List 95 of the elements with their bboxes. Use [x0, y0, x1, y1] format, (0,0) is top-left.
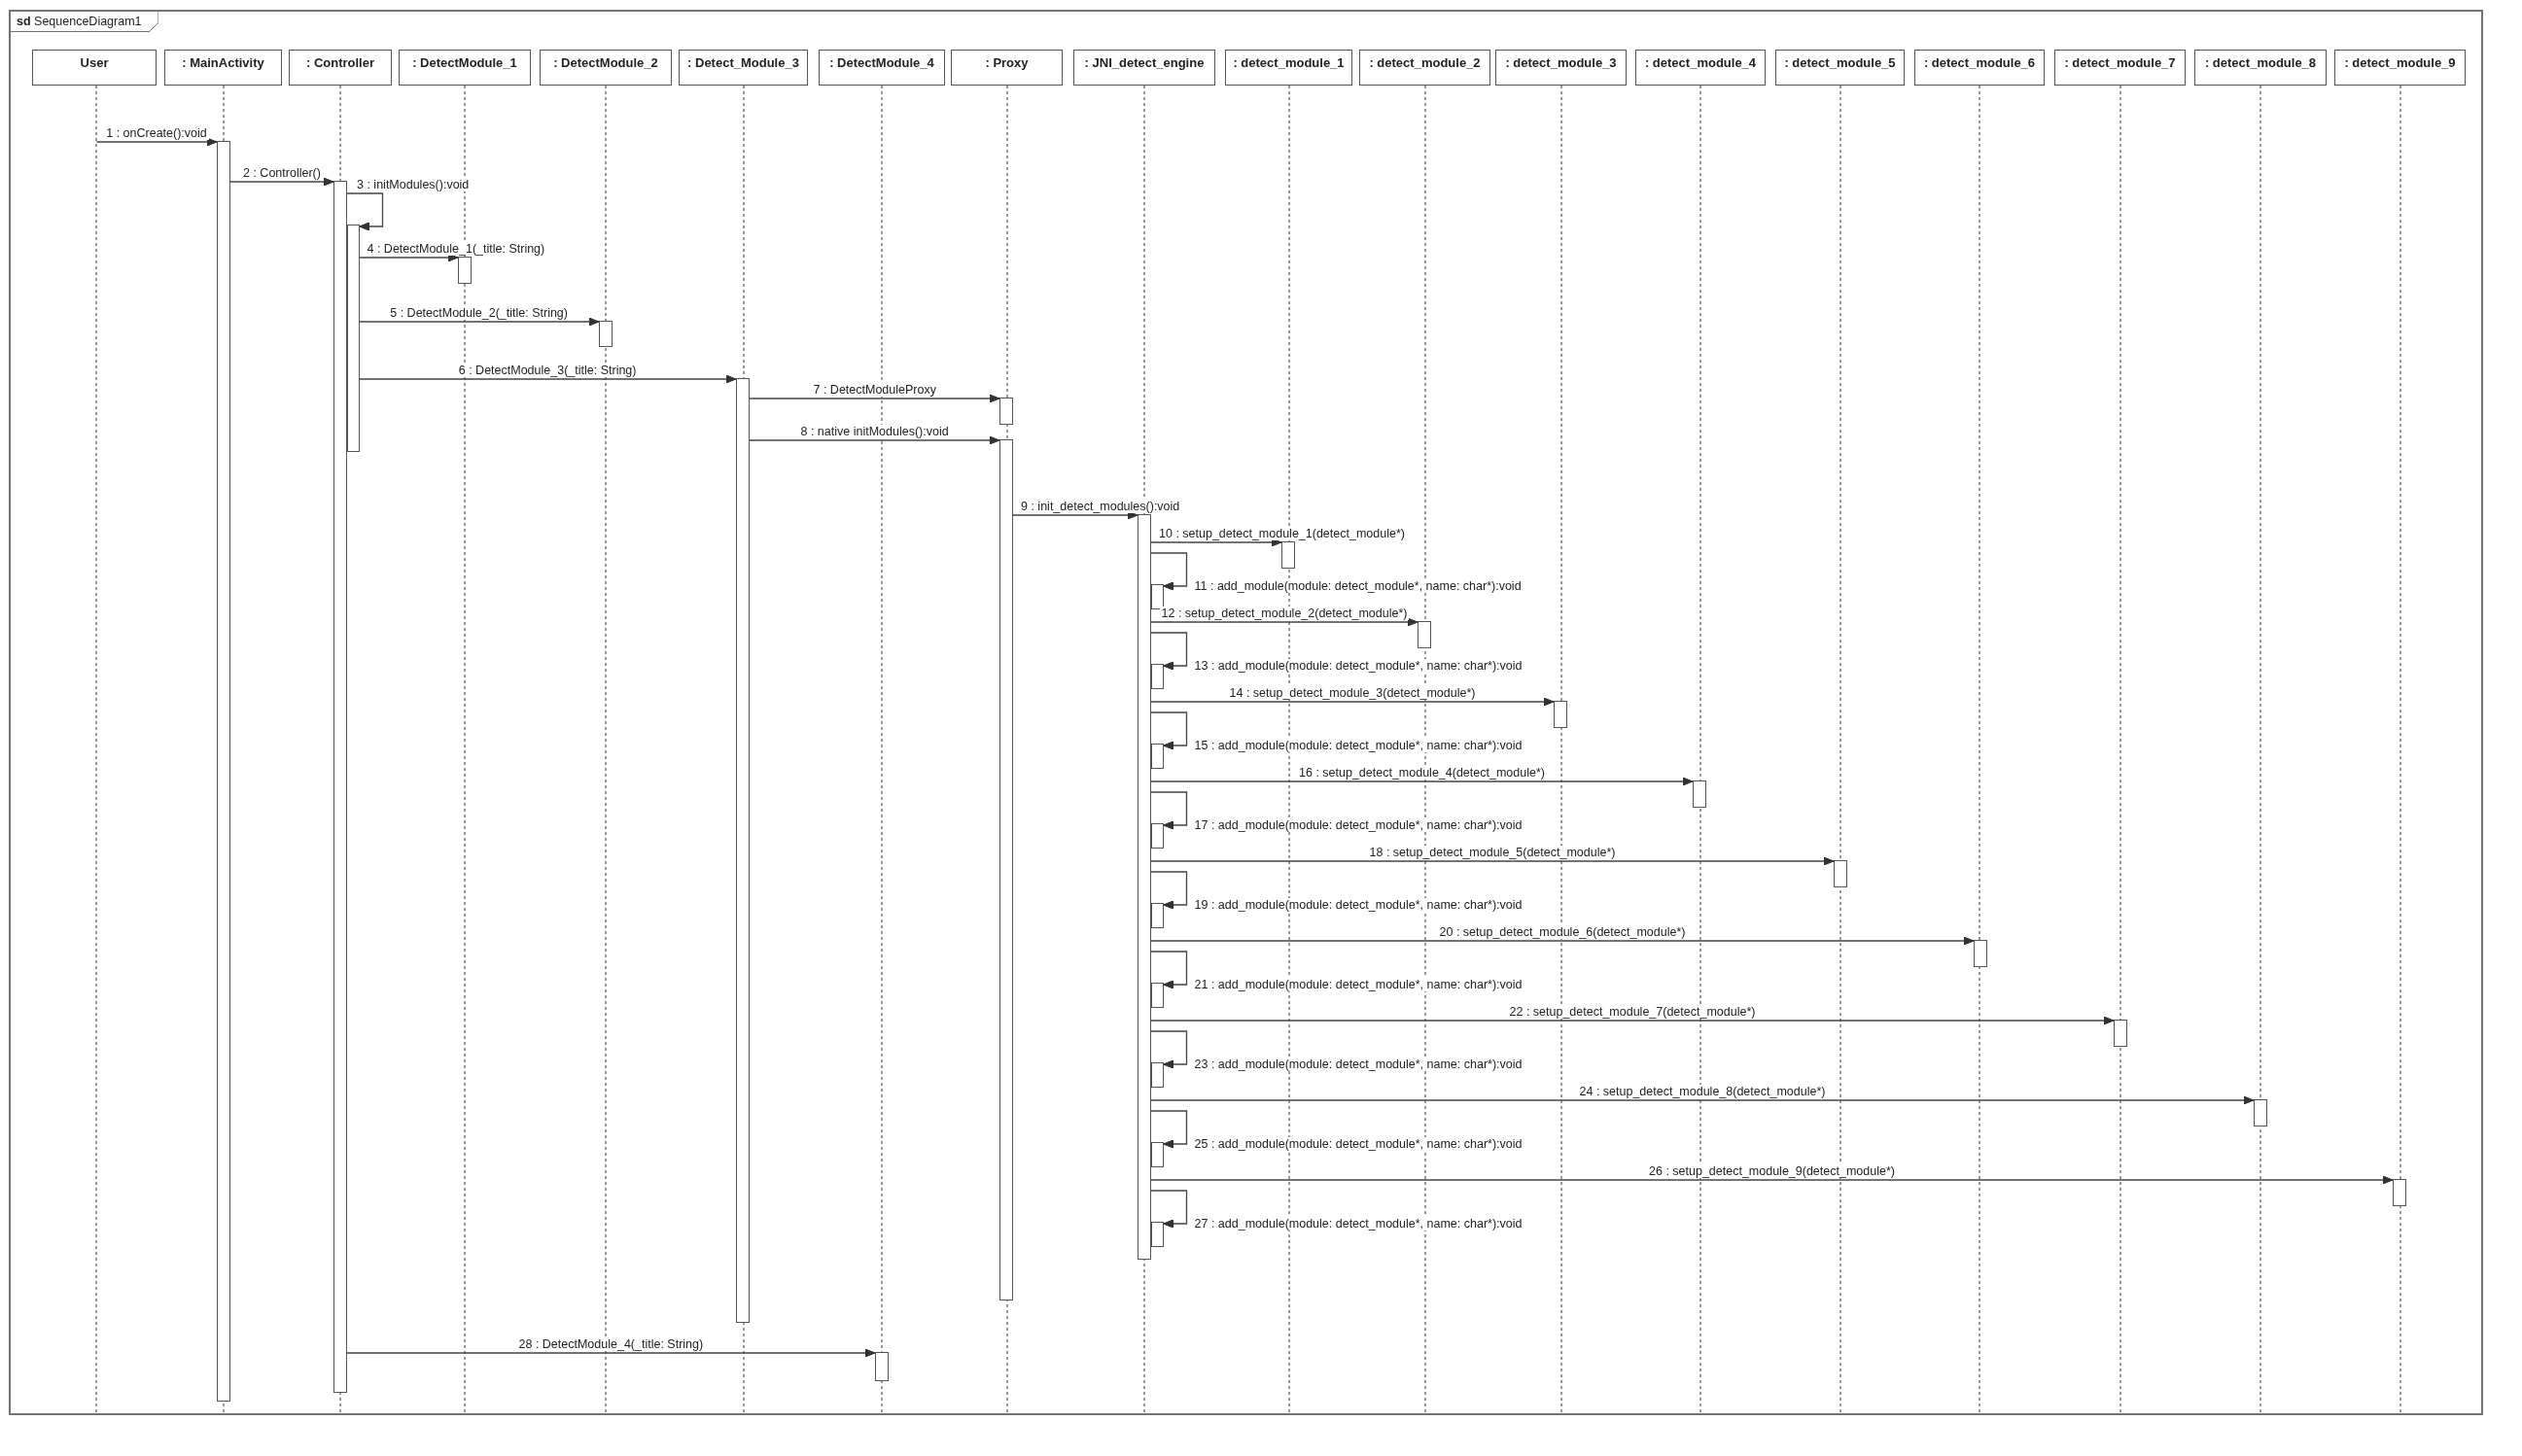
- message-arrow: [1150, 856, 1835, 866]
- lifeline-header: : MainActivity: [164, 50, 282, 86]
- message-arrow: [1150, 791, 1188, 830]
- message-label: 4 : DetectModule_1(_title: String): [365, 242, 547, 256]
- activation-bar: [458, 257, 472, 284]
- lifeline: [94, 86, 97, 1414]
- message-arrow: [1150, 1190, 1188, 1229]
- activation-bar: [736, 378, 750, 1323]
- activation-bar: [1554, 701, 1567, 728]
- lifeline-header: : DetectModule_2: [540, 50, 672, 86]
- message-arrow: [1150, 951, 1188, 989]
- message-label: 23 : add_module(module: detect_module*, name: char*):void: [1192, 1057, 1524, 1071]
- activation-bar: [1138, 514, 1151, 1260]
- lifeline-header: : detect_module_3: [1495, 50, 1627, 86]
- message-arrow: [358, 374, 737, 384]
- message-arrow: [749, 435, 1000, 445]
- message-label: 9 : init_detect_modules():void: [1019, 500, 1182, 513]
- message-label: 17 : add_module(module: detect_module*, name: char*):void: [1192, 818, 1524, 832]
- message-label: 6 : DetectModule_3(_title: String): [456, 364, 639, 377]
- message-label: 3 : initModules():void: [355, 178, 472, 191]
- message-label: 2 : Controller(): [241, 166, 323, 180]
- lifeline-header: : DetectModule_1: [399, 50, 531, 86]
- message-arrow: [358, 317, 600, 327]
- message-label: 12 : setup_detect_module_2(detect_module*): [1159, 607, 1410, 620]
- message-arrow: [1150, 1095, 2255, 1105]
- lifeline-header: : Proxy: [951, 50, 1063, 86]
- message-arrow: [1150, 1175, 2394, 1185]
- message-arrow: [1150, 552, 1188, 591]
- message-arrow: [1150, 1110, 1188, 1149]
- lifeline-header: : detect_module_7: [2054, 50, 2186, 86]
- message-label: 14 : setup_detect_module_3(detect_module*): [1227, 686, 1478, 700]
- message-arrow: [346, 1348, 876, 1358]
- message-arrow: [1150, 1030, 1188, 1069]
- lifeline-header: : JNI_detect_engine: [1073, 50, 1215, 86]
- message-label: 13 : add_module(module: detect_module*, name: char*):void: [1192, 659, 1524, 673]
- message-arrow: [1150, 936, 1975, 946]
- activation-bar: [1418, 621, 1431, 648]
- message-arrow: [229, 177, 334, 187]
- lifeline-header: : detect_module_9: [2334, 50, 2466, 86]
- message-label: 11 : add_module(module: detect_module*, name: char*):void: [1192, 579, 1524, 593]
- message-label: 19 : add_module(module: detect_module*, name: char*):void: [1192, 898, 1524, 912]
- message-label: 7 : DetectModuleProxy: [811, 383, 938, 397]
- frame: [9, 10, 2483, 1415]
- activation-bar: [599, 321, 613, 347]
- activation-bar: [1974, 940, 1987, 967]
- message-arrow: [95, 137, 218, 147]
- message-label: 27 : add_module(module: detect_module*, name: char*):void: [1192, 1217, 1524, 1231]
- lifeline-header: : detect_module_4: [1635, 50, 1766, 86]
- frame-title: sd SequenceDiagram1: [11, 12, 158, 32]
- activation-bar: [217, 141, 230, 1402]
- lifeline-header: : Detect_Module_3: [679, 50, 808, 86]
- message-label: 15 : add_module(module: detect_module*, name: char*):void: [1192, 739, 1524, 752]
- activation-bar: [1281, 541, 1295, 569]
- activation-bar: [875, 1352, 889, 1381]
- lifeline-header: User: [32, 50, 157, 86]
- lifeline-header: : detect_module_2: [1359, 50, 1490, 86]
- lifeline-header: : detect_module_1: [1225, 50, 1352, 86]
- message-label: 1 : onCreate():void: [104, 126, 209, 140]
- message-label: 10 : setup_detect_module_1(detect_module*): [1157, 527, 1407, 540]
- activation-bar: [2254, 1099, 2267, 1127]
- message-label: 25 : add_module(module: detect_module*, name: char*):void: [1192, 1137, 1524, 1151]
- message-label: 22 : setup_detect_module_7(detect_module*): [1507, 1005, 1758, 1019]
- lifeline-header: : DetectModule_4: [819, 50, 945, 86]
- message-arrow: [1150, 697, 1555, 707]
- message-label: 28 : DetectModule_4(_title: String): [516, 1337, 706, 1351]
- message-label: 24 : setup_detect_module_8(detect_module*): [1577, 1085, 1828, 1098]
- activation-bar: [1693, 780, 1706, 808]
- message-arrow: [1150, 777, 1694, 786]
- message-label: 26 : setup_detect_module_9(detect_module*): [1647, 1164, 1897, 1178]
- lifeline-header: : detect_module_5: [1775, 50, 1905, 86]
- message-arrow: [1150, 617, 1419, 627]
- message-label: 16 : setup_detect_module_4(detect_module*): [1297, 766, 1547, 780]
- message-arrow: [358, 253, 459, 262]
- activation-bar: [1834, 860, 1847, 887]
- message-arrow: [1150, 1016, 2115, 1025]
- message-label: 21 : add_module(module: detect_module*, name: char*):void: [1192, 978, 1524, 991]
- message-arrow: [1150, 871, 1188, 910]
- message-arrow: [1150, 537, 1282, 547]
- activation-bar: [999, 398, 1013, 425]
- activation-bar: [2114, 1020, 2127, 1047]
- message-arrow: [1012, 510, 1138, 520]
- lifeline-header: : detect_module_8: [2194, 50, 2327, 86]
- message-label: 5 : DetectModule_2(_title: String): [388, 306, 570, 320]
- activation-bar: [2393, 1179, 2406, 1206]
- message-label: 18 : setup_detect_module_5(detect_module*): [1367, 846, 1618, 859]
- message-arrow: [1150, 711, 1188, 750]
- message-arrow: [749, 394, 1000, 403]
- message-label: 20 : setup_detect_module_6(detect_module*): [1437, 925, 1688, 939]
- message-arrow: [346, 192, 384, 231]
- activation-bar: [999, 439, 1013, 1300]
- activation-bar: [333, 181, 347, 1393]
- message-arrow: [1150, 632, 1188, 671]
- message-label: 8 : native initModules():void: [798, 425, 951, 438]
- lifeline-header: : detect_module_6: [1914, 50, 2045, 86]
- lifeline-header: : Controller: [289, 50, 392, 86]
